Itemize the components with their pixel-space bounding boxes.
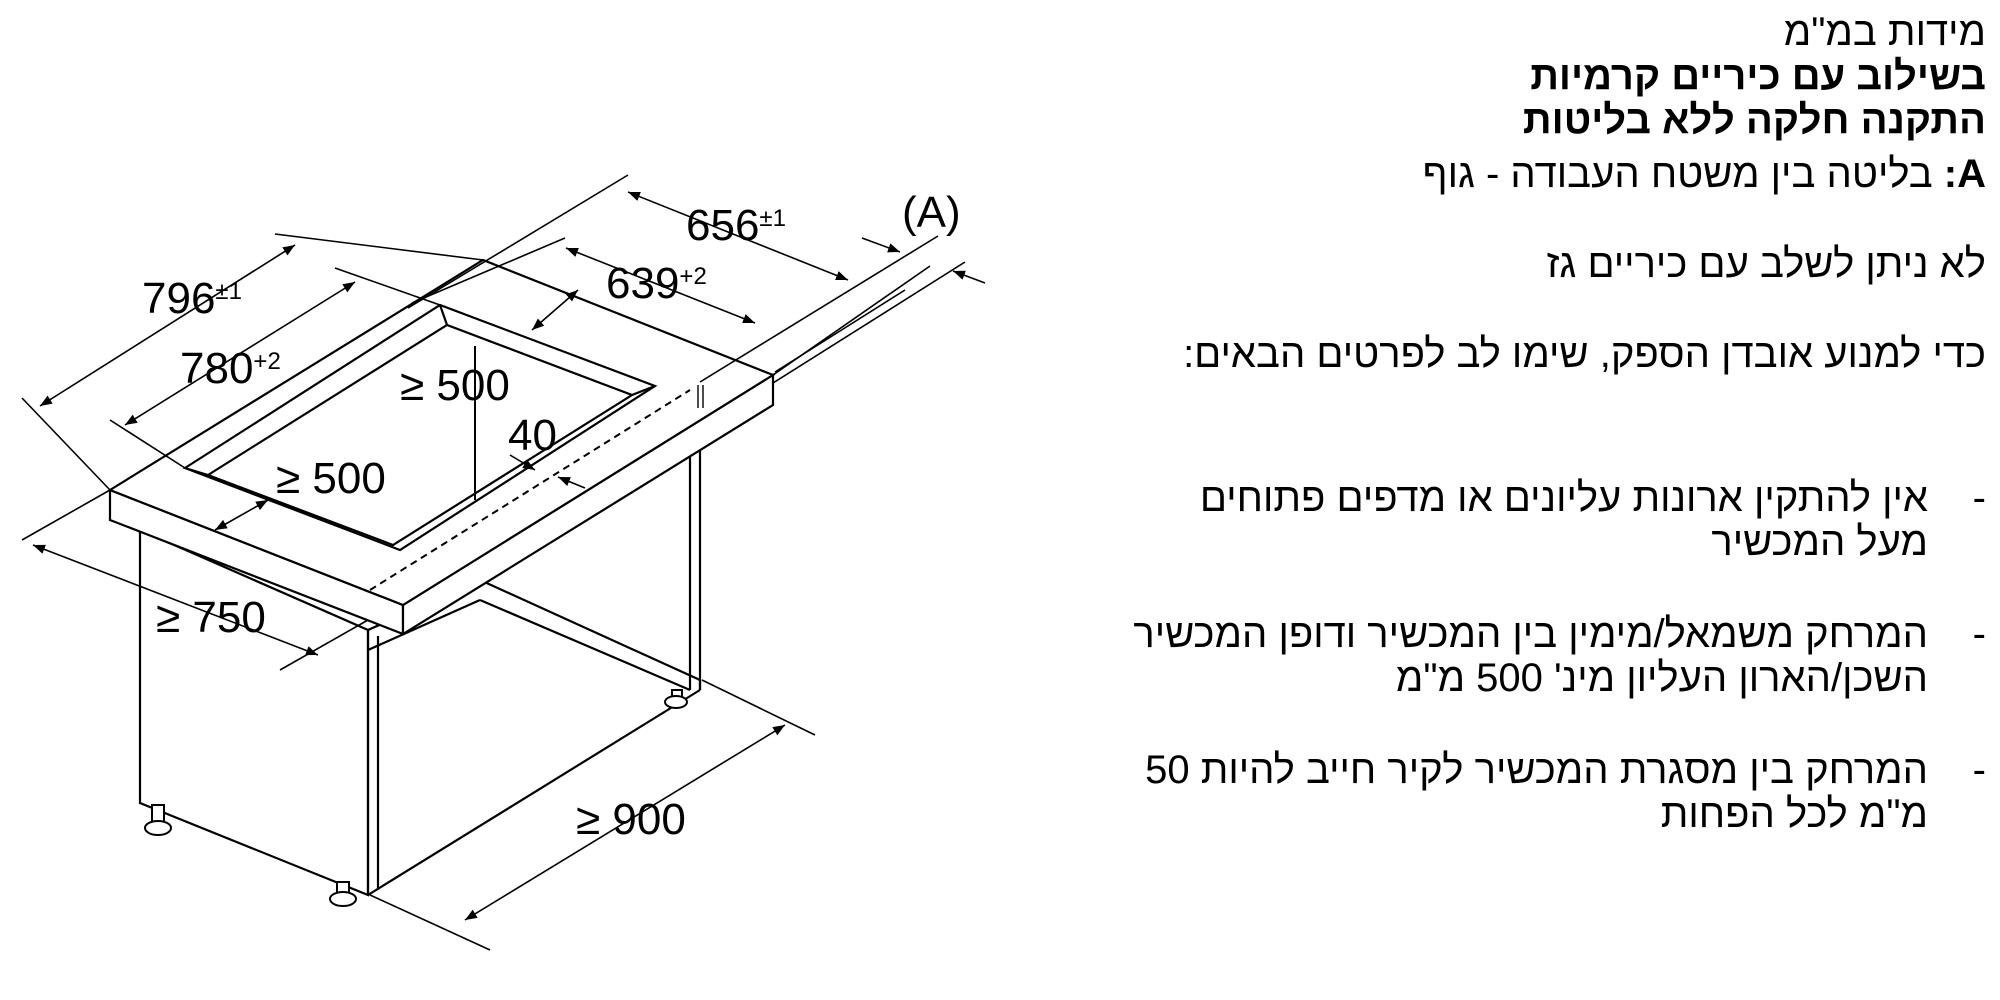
installation-diagram: (A) 656±1 639+2 796±1 780+2 ≥ 500 40 ≥ 5…	[21, 174, 986, 951]
dim-796-ext-bottom	[21, 397, 111, 491]
instructions-panel: מידות במ"מ בשילוב עם כיריים קרמיות התקנה…	[1106, 10, 1986, 884]
dim-40-arrow-b	[557, 476, 586, 489]
cabinet-feet	[144, 689, 688, 907]
dim-656-line	[627, 191, 849, 281]
label-a: (A)	[902, 188, 961, 237]
dim-639-ext-right	[699, 235, 939, 383]
dim-a-arrow-right	[952, 270, 986, 284]
bullet-item: - המרחק משמאל/מימין בין המכשיר ודופן המכ…	[1106, 612, 1986, 700]
dim-750-line	[32, 544, 319, 656]
dim-a-ext-b	[772, 261, 966, 384]
dim-900-ext-bottom	[369, 894, 491, 951]
dim-780-ext-bottom	[109, 419, 186, 469]
bullet-item: - המרחק בין מסגרת המכשיר לקיר חייב להיות…	[1106, 748, 1986, 836]
bullet-text: אין להתקין ארונות עליונים או מדפים פתוחי…	[1199, 476, 1928, 564]
legend-a: A: בליטה בין משטח העבודה - גוף	[1106, 152, 1986, 196]
dim-796-ext-top	[274, 233, 484, 261]
dim-796-line	[39, 244, 296, 407]
title-line-1: בשילוב עם כיריים קרמיות	[1530, 54, 1986, 98]
dim-900-ext-top	[701, 679, 816, 736]
dim-500-back-label: ≥ 500	[400, 361, 510, 410]
legend-text: בליטה בין משטח העבודה - גוף	[1422, 152, 1933, 196]
bullet-text: המרחק משמאל/מימין בין המכשיר ודופן המכשי…	[1133, 612, 1928, 700]
dim-750-label: ≥ 750	[156, 593, 266, 642]
units-note: מידות במ"מ	[1783, 10, 1986, 54]
dim-656-ext-left	[407, 174, 629, 309]
dim-900-line	[464, 724, 786, 921]
dim-500-back-line	[531, 289, 579, 331]
dim-750-ext-top	[21, 489, 111, 541]
bullet-dash: -	[1972, 748, 1986, 792]
dim-a-arrow-left	[861, 237, 901, 253]
bullet-list: - אין להתקין ארונות עליונים או מדפים פתו…	[1106, 476, 1986, 836]
dim-780-line	[124, 281, 356, 426]
dimension-lines	[21, 174, 986, 951]
gas-note: לא ניתן לשלב עם כיריים גז	[1546, 242, 1987, 286]
dim-40-arrow-a	[509, 454, 536, 471]
intro-note: כדי למנוע אובדן הספק, שימו לב לפרטים הבא…	[1183, 332, 1986, 376]
dim-a-ext-a	[772, 265, 931, 376]
title-line-2: התקנה חלקה ללא בליטות	[1522, 98, 1986, 142]
dim-900-label: ≥ 900	[576, 795, 686, 844]
dim-639-ext-left	[411, 237, 566, 304]
dim-500-side-line	[214, 499, 269, 531]
dim-780-label: 780+2	[180, 344, 281, 393]
legend-key: A:	[1943, 152, 1986, 196]
bullet-dash: -	[1972, 476, 1986, 520]
bullet-text: המרחק בין מסגרת המכשיר לקיר חייב להיות 5…	[1145, 748, 1928, 836]
dim-40-label: 40	[508, 411, 557, 460]
dim-639-line	[565, 247, 756, 324]
bullet-item: - אין להתקין ארונות עליונים או מדפים פתו…	[1106, 476, 1986, 564]
dim-639-label: 639+2	[606, 259, 707, 308]
worktop-cutout	[182, 303, 658, 552]
bullet-dash: -	[1972, 612, 1986, 656]
dim-780-ext-top	[334, 267, 441, 306]
dim-750-ext-bottom	[279, 619, 369, 671]
dim-656-label: 656±1	[686, 201, 786, 250]
dim-796-label: 796±1	[142, 274, 242, 323]
hidden-edge	[369, 389, 691, 591]
dim-500-side-label: ≥ 500	[276, 454, 386, 503]
